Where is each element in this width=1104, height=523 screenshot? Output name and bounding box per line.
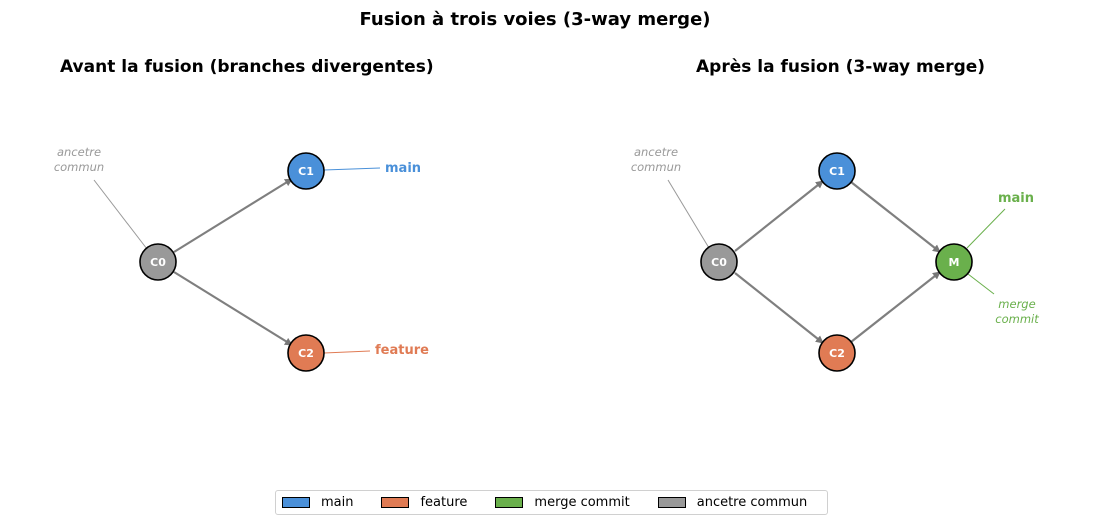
merge-commit-annotation: merge — [998, 297, 1035, 311]
ancestor-annotation-right: ancetre — [634, 145, 678, 159]
svg-text:C1: C1 — [829, 165, 845, 178]
edge-c2-m — [850, 271, 941, 343]
edge-c0-c1-right — [734, 180, 824, 252]
commit-c2-right — [818, 334, 856, 372]
commit-c1-left — [287, 152, 325, 190]
legend-swatch-icon — [657, 497, 686, 508]
legend-swatch-icon — [381, 497, 410, 508]
commit-c0-left — [139, 243, 177, 281]
edge-c0-c2-right — [734, 272, 824, 344]
legend-swatch-icon — [495, 497, 524, 508]
commit-c1-right — [818, 152, 856, 190]
commit-c0-right — [700, 243, 738, 281]
edge-c1-m — [850, 181, 941, 253]
svg-text:commun: commun — [54, 160, 104, 174]
svg-text:C1: C1 — [298, 165, 314, 178]
legend-item-merge-commit: merge commit — [495, 495, 630, 510]
edge-c0-c2 — [173, 271, 293, 346]
panel-left-title: Avant la fusion (branches divergentes) — [60, 57, 434, 77]
svg-text:C2: C2 — [298, 347, 314, 360]
feature-label: feature — [375, 343, 429, 358]
edge-c0-c1 — [173, 178, 293, 253]
figure-title: Fusion à trois voies (3-way merge) — [359, 9, 711, 30]
main-label-left: main — [385, 161, 421, 176]
svg-text:C2: C2 — [829, 347, 845, 360]
svg-text:commun: commun — [631, 160, 681, 174]
legend-swatch-icon — [282, 497, 310, 508]
main-label-right: main — [998, 191, 1034, 206]
legend-item-main: main — [282, 495, 353, 510]
legend-item-feature: feature — [381, 495, 467, 510]
svg-text:C0: C0 — [711, 256, 727, 269]
svg-text:M: M — [949, 256, 960, 269]
commit-c2-left — [287, 334, 325, 372]
svg-text:C0: C0 — [150, 256, 166, 269]
commit-merge — [935, 243, 973, 281]
svg-text:commit: commit — [995, 312, 1039, 326]
legend: main feature merge commit ancetre commun — [275, 490, 828, 515]
panel-right-title: Après la fusion (3-way merge) — [696, 57, 986, 77]
ancestor-annotation-left: ancetre — [57, 145, 101, 159]
legend-item-ancestor: ancetre commun — [657, 495, 807, 510]
